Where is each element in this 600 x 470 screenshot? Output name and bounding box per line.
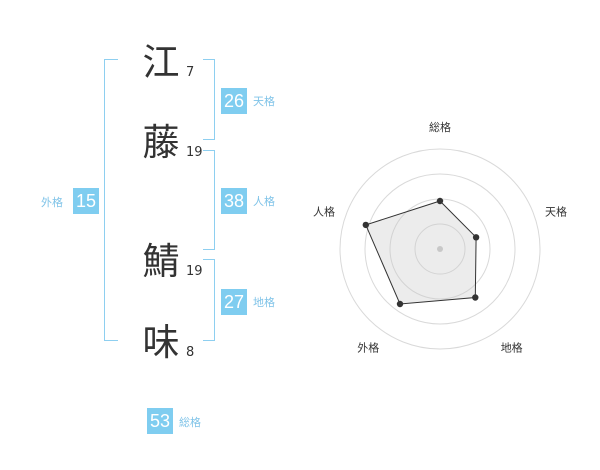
stroke-count-4: 8 (186, 345, 195, 360)
tenkaku-bracket (203, 59, 215, 140)
radar-grid-ring (364, 173, 516, 325)
radar-data-point (472, 234, 480, 241)
soukaku-label: 総格 (179, 416, 201, 429)
gaikaku-label: 外格 (41, 196, 63, 209)
radar-axis-label: 天格 (545, 204, 567, 218)
gaikaku-bracket (104, 59, 118, 341)
name-char-2: 藤 (142, 121, 180, 164)
jinkaku-bracket (203, 150, 215, 250)
stroke-count-3: 19 (186, 264, 203, 279)
stroke-count-2: 19 (186, 145, 203, 160)
radar-data-point (472, 294, 479, 301)
radar-grid-ring (339, 148, 541, 350)
radar-axis-label: 地格 (501, 341, 523, 355)
radar-axis-label: 人格 (313, 204, 335, 218)
name-char-1: 江 (142, 41, 180, 84)
name-char-4: 味 (142, 321, 180, 364)
gaikaku-value: 15 (73, 188, 99, 214)
soukaku-value: 53 (147, 408, 173, 434)
name-char-3: 鯖 (142, 240, 180, 283)
radar-series-area (365, 200, 477, 305)
radar-data-point (362, 221, 369, 229)
stroke-count-1: 7 (186, 65, 195, 80)
chikaku-value: 27 (221, 289, 247, 315)
tenkaku-value: 26 (221, 88, 247, 114)
radar-data-point (436, 197, 444, 205)
jinkaku-label: 人格 (253, 195, 275, 208)
radar-axis-label: 総格 (429, 120, 451, 134)
jinkaku-value: 38 (221, 188, 247, 214)
chikaku-bracket (203, 259, 215, 341)
radar-center-dot (437, 246, 443, 252)
radar-data-point (396, 300, 404, 308)
radar-grid-ring (414, 223, 466, 275)
chikaku-label: 地格 (253, 296, 275, 309)
tenkaku-label: 天格 (253, 95, 275, 108)
radar-axis-label: 外格 (357, 341, 379, 355)
